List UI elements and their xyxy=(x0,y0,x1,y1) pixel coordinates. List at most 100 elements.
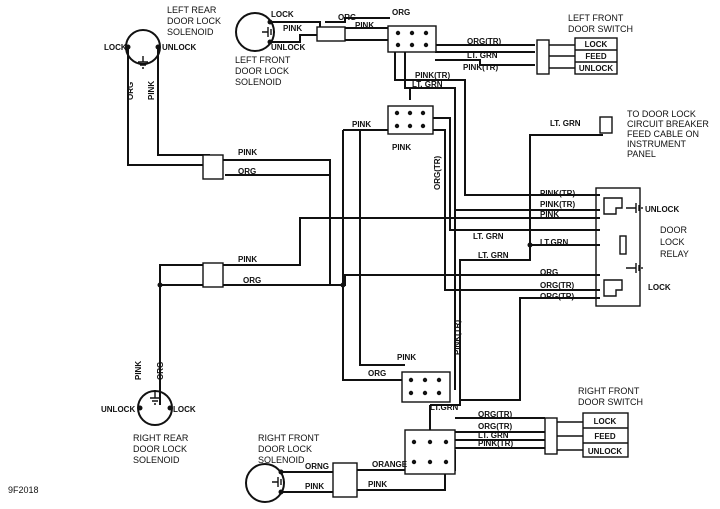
wire-label: ORG(TR) xyxy=(478,410,513,419)
wire-relay-lt-grn xyxy=(529,134,603,246)
wire-relay-lt-grn-2 xyxy=(430,245,531,406)
wire-label: ORG xyxy=(238,167,256,176)
connector-lf xyxy=(316,26,346,42)
wire-label: PINK xyxy=(238,148,257,157)
left-front-ground-icon xyxy=(262,27,275,37)
wire-label: PINK(TR) xyxy=(540,200,575,209)
lf-solenoid-title-2: DOOR LOCK xyxy=(235,66,289,76)
connector-upper-center xyxy=(387,105,434,135)
wire-center-pink xyxy=(359,130,405,366)
wires xyxy=(127,17,603,493)
wire-label: ORG(TR) xyxy=(540,292,575,301)
wire-relay-org xyxy=(159,274,600,405)
wire-label: ORG xyxy=(368,369,386,378)
rr-solenoid-title-2: DOOR LOCK xyxy=(133,444,187,454)
connector-right-front xyxy=(404,429,456,475)
wire-label: ORG(TR) xyxy=(478,422,513,431)
figure-id: 9F2018 xyxy=(8,485,39,495)
wire-label: ORG xyxy=(338,13,356,22)
wire-center-org xyxy=(342,130,405,381)
wire-label: PINK xyxy=(355,21,374,30)
relay-title-2: LOCK xyxy=(660,237,685,247)
wire-label: PINK xyxy=(147,81,156,100)
wire-label: PINK xyxy=(134,361,143,380)
connector-lower-junction xyxy=(202,262,224,288)
wire-lf-org-2 xyxy=(325,17,390,23)
rf-switch-lock-label: LOCK xyxy=(594,417,617,426)
rf-switch-unlock-label: UNLOCK xyxy=(588,447,622,456)
connector-left-top xyxy=(387,25,437,53)
wire-upper-pink xyxy=(215,159,343,286)
rf-solenoid-title-2: DOOR LOCK xyxy=(258,444,312,454)
right-front-ground-icon xyxy=(272,477,285,487)
right-rear-lock-terminal xyxy=(167,405,173,411)
wire-lr-org xyxy=(127,47,210,166)
lf-switch-lock-label: LOCK xyxy=(585,40,608,49)
wire-label: ORG(TR) xyxy=(433,155,442,190)
left-rear-ground-icon xyxy=(138,56,148,69)
wire-lr-pink xyxy=(157,47,210,156)
lf-switch-title-1: LEFT FRONT xyxy=(568,13,624,23)
left-front-switch: LOCK FEED UNLOCK xyxy=(536,37,618,75)
right-rear-ground-icon xyxy=(150,390,160,405)
relay-lock-ground-icon xyxy=(626,263,643,273)
lf-switch-unlock-label: UNLOCK xyxy=(579,64,613,73)
lf-solenoid-title-3: SOLENOID xyxy=(235,77,282,87)
rf-switch-title-1: RIGHT FRONT xyxy=(578,386,640,396)
wire-label: LT. GRN xyxy=(467,51,498,60)
wire-label: ORG xyxy=(156,362,165,380)
lf-unlock-label: UNLOCK xyxy=(271,43,305,52)
wire-label: LT.GRN xyxy=(430,403,459,412)
breaker-title-1: TO DOOR LOCK xyxy=(627,109,696,119)
connectors xyxy=(202,25,613,498)
rr-unlock-label: UNLOCK xyxy=(101,405,135,414)
wire-lf-org xyxy=(270,21,390,29)
wire-label: PINK xyxy=(397,353,416,362)
wire-label: PINK xyxy=(368,480,387,489)
lr-lock-label: LOCK xyxy=(104,43,127,52)
wire-label: LT. GRN xyxy=(478,251,509,260)
right-front-switch: LOCK FEED UNLOCK xyxy=(544,412,629,458)
junction-dot xyxy=(157,282,163,288)
rf-solenoid-title-1: RIGHT FRONT xyxy=(258,433,320,443)
wire-label: PINK(TR) xyxy=(415,71,450,80)
wire-label: ORNG xyxy=(305,462,329,471)
lf-switch-feed-label: FEED xyxy=(585,52,607,61)
wire-label: LT. GRN xyxy=(550,119,581,128)
rr-solenoid-title-1: RIGHT REAR xyxy=(133,433,189,443)
wire-top-lt-grn xyxy=(404,50,600,211)
lr-solenoid-title-3: SOLENOID xyxy=(167,27,214,37)
wire-label: ORG xyxy=(392,8,410,17)
lr-solenoid-title-2: DOOR LOCK xyxy=(167,16,221,26)
door-lock-relay xyxy=(595,187,643,307)
wire-label: PINK xyxy=(283,24,302,33)
breaker-title-3: FEED CABLE ON xyxy=(627,129,699,139)
rr-solenoid-title-3: SOLENOID xyxy=(133,455,180,465)
relay-unlock-label: UNLOCK xyxy=(645,205,679,214)
lr-solenoid-title-1: LEFT REAR xyxy=(167,5,217,15)
wire-label: PINK xyxy=(392,143,411,152)
wire-label: PINK(TR) xyxy=(453,320,462,355)
relay-unlock-ground-icon xyxy=(626,203,643,213)
lf-switch-title-2: DOOR SWITCH xyxy=(568,24,633,34)
connector-rf-solenoid xyxy=(332,462,358,498)
lf-lock-label: LOCK xyxy=(271,10,294,19)
wire-label: PINK(TR) xyxy=(463,63,498,72)
wire-label: PINK xyxy=(540,210,559,219)
wire-label: LT. GRN xyxy=(478,431,509,440)
wire-ucc-pink xyxy=(430,117,600,231)
breaker-title-2: CIRCUIT BREAKER xyxy=(627,119,709,129)
rf-solenoid-title-3: SOLENOID xyxy=(258,455,305,465)
wire-label: PINK(TR) xyxy=(478,439,513,448)
relay-title-3: RELAY xyxy=(660,249,689,259)
wire-label: LT. GRN xyxy=(412,80,443,89)
right-rear-unlock-terminal xyxy=(137,405,143,411)
wire-label: ORANGE xyxy=(372,460,408,469)
connector-upper-junction xyxy=(202,154,224,180)
rr-lock-label: LOCK xyxy=(173,405,196,414)
relay-lock-label: LOCK xyxy=(648,283,671,292)
lr-unlock-label: UNLOCK xyxy=(162,43,196,52)
wire-label: ORG xyxy=(243,276,261,285)
